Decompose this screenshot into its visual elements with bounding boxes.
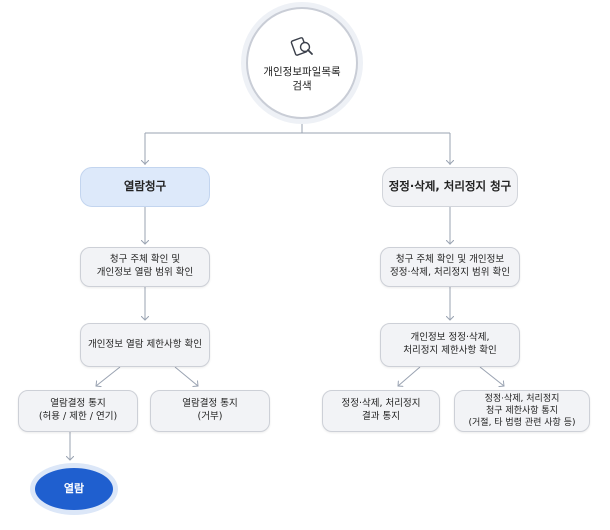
search-document-icon xyxy=(290,36,313,56)
right-step-restrictions: 개인정보 정정·삭제, 처리정지 제한사항 확인 xyxy=(380,323,520,367)
end-node-view: 열람 xyxy=(35,468,113,510)
right-outcome-limit: 정정·삭제, 처리정지 청구 제한사항 통지 (거절, 타 법령 관련 사항 등… xyxy=(454,390,590,432)
left-step-restrictions: 개인정보 열람 제한사항 확인 xyxy=(80,323,210,367)
request-correction-header: 정정·삭제, 처리정지 청구 xyxy=(382,167,518,207)
start-node: 개인정보파일목록 검색 xyxy=(246,7,358,119)
right-step-verify: 청구 주체 확인 및 개인정보 정정·삭제, 처리정지 범위 확인 xyxy=(380,247,520,287)
request-access-header: 열람청구 xyxy=(80,167,210,207)
right-outcome-result: 정정·삭제, 처리정지 결과 통지 xyxy=(322,390,440,432)
start-label: 개인정보파일목록 검색 xyxy=(263,65,341,92)
left-step-verify: 청구 주체 확인 및 개인정보 열람 범위 확인 xyxy=(80,247,210,287)
left-outcome-deny: 열람결정 통지 (거부) xyxy=(150,390,270,432)
left-outcome-allow: 열람결정 통지 (허용 / 제한 / 연기) xyxy=(18,390,138,432)
